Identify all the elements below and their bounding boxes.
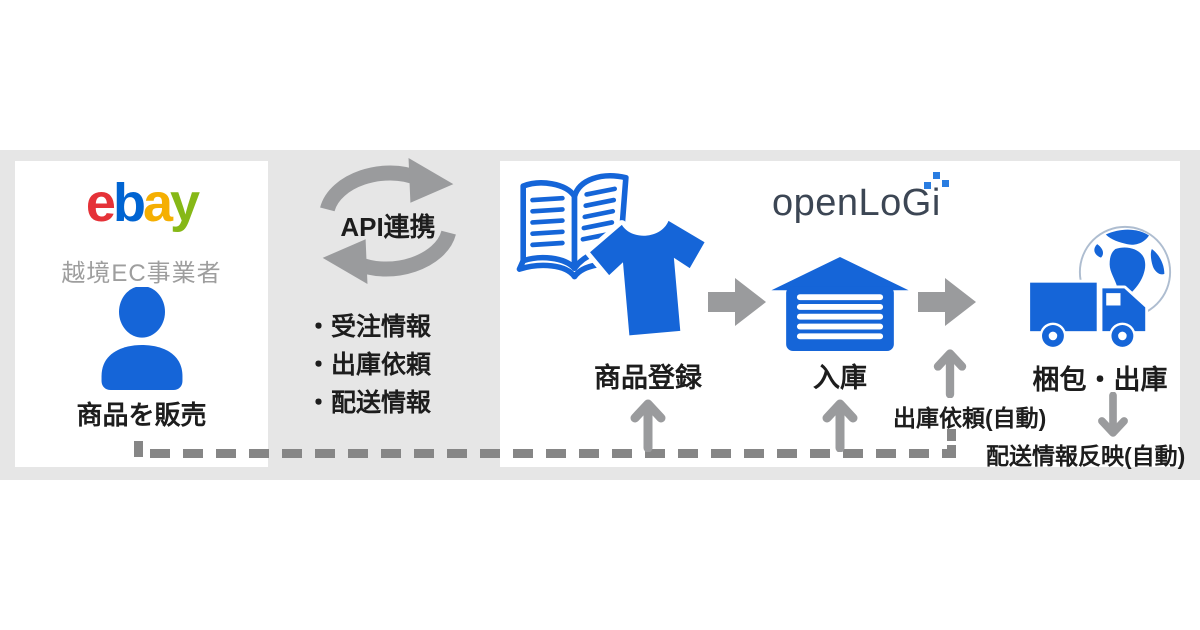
openlogi-dots-icon (923, 172, 950, 190)
ebay-letter-e: e (85, 173, 116, 233)
step-label-inbound: 入庫 (813, 363, 867, 393)
api-link-items: ・受注情報 ・出庫依頼 ・配送情報 (306, 308, 431, 422)
delivery-truck-icon (1027, 279, 1149, 350)
open-book-icon (516, 173, 631, 280)
dashed-connector-vertical (947, 429, 956, 455)
tshirt-icon (585, 216, 710, 341)
api-link-title: API連携 (340, 212, 436, 242)
dashed-connector (150, 449, 956, 458)
sync-arrows-icon (320, 158, 456, 284)
ebay-letter-a: a (142, 173, 173, 233)
ebay-logo: ebay (15, 176, 268, 230)
seller-caption: 商品を販売 (76, 400, 207, 430)
step-label-register: 商品登録 (594, 363, 702, 393)
user-icon (101, 287, 183, 390)
openlogi-logo-text: openLoGi (772, 182, 941, 224)
auto-shipping-request-label: 出庫依頼(自動) (893, 405, 1047, 431)
up-arrow-icon (933, 349, 967, 398)
api-item-delivery-info: ・配送情報 (306, 389, 432, 417)
api-item-orders: ・受注情報 (306, 313, 432, 341)
openlogi-logo: openLoGi (772, 172, 949, 224)
down-arrow-icon (1098, 392, 1128, 437)
auto-delivery-update-label: 配送情報反映(自動) (986, 443, 1186, 469)
right-arrow-icon (708, 278, 766, 326)
ebay-letter-y: y (170, 173, 200, 233)
up-arrow-icon (630, 399, 666, 452)
api-item-shipping-request: ・出庫依頼 (306, 351, 432, 379)
dashed-connector-start (134, 441, 143, 457)
step-label-outbound: 梱包・出庫 (1032, 365, 1168, 395)
ebay-letter-b: b (112, 173, 146, 233)
up-arrow-icon (822, 399, 858, 452)
warehouse-icon (771, 257, 909, 351)
right-arrow-icon (918, 278, 976, 326)
seller-subtitle: 越境EC事業者 (61, 260, 222, 287)
truck-wheels (1039, 322, 1136, 350)
